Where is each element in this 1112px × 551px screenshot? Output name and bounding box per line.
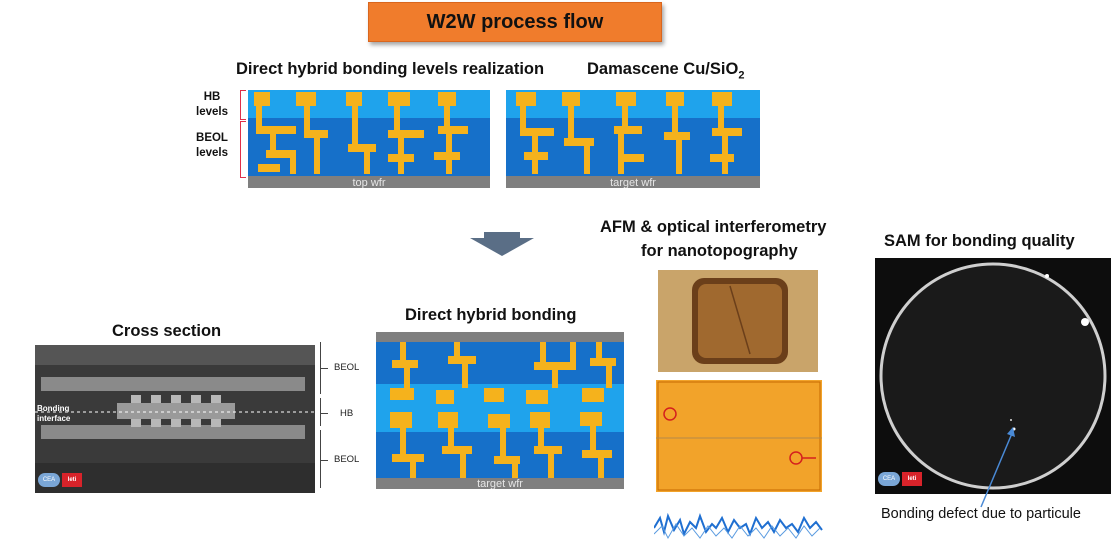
- leti-logo-sam: leti: [902, 472, 922, 486]
- profile-trace: [654, 512, 823, 540]
- partner-logo-sam: CEA: [878, 472, 900, 486]
- page-title: W2W process flow: [368, 2, 662, 42]
- bonded-stack: target wfr: [376, 332, 624, 489]
- afm-image: [658, 270, 818, 372]
- hb-levels-heading: Direct hybrid bonding levels realization: [236, 60, 545, 78]
- sam-image: [875, 258, 1111, 494]
- cross-section-heading: Cross section: [112, 322, 222, 340]
- leti-logo: leti: [62, 473, 82, 487]
- top-wafer-stack: top wfr: [248, 90, 490, 188]
- hb-label: HB: [340, 408, 354, 419]
- beol-bracket: [240, 121, 246, 178]
- beol-bottom-range: [320, 430, 321, 488]
- cross-section-logos: CEA leti: [38, 473, 82, 487]
- damascene-heading: Damascene Cu/SiO2: [587, 60, 745, 82]
- hb-bracket: [240, 90, 246, 120]
- target-wafer-label: target wfr: [610, 177, 656, 188]
- afm-heading-line1: AFM & optical interferometry: [600, 218, 827, 236]
- top-wafer-label: top wfr: [352, 177, 385, 188]
- cross-section-image: [35, 345, 315, 493]
- beol-bottom-label: BEOL: [334, 454, 360, 465]
- bonded-wafer-label: target wfr: [477, 478, 523, 489]
- hb-range: [320, 398, 321, 426]
- defect-caption: Bonding defect due to particule: [881, 506, 1081, 522]
- direct-bonding-heading: Direct hybrid bonding: [405, 306, 577, 324]
- target-wafer-stack: target wfr: [506, 90, 760, 188]
- interferometry-image: [656, 380, 822, 492]
- arrow-down-icon: [470, 232, 534, 256]
- afm-heading-line2: for nanotopography: [641, 242, 798, 260]
- defect-arrow: [980, 427, 1015, 508]
- sam-logos: CEA leti: [878, 472, 922, 486]
- beol-top-label: BEOL: [334, 362, 360, 373]
- partner-logo: CEA: [38, 473, 60, 487]
- sam-heading: SAM for bonding quality: [884, 232, 1075, 250]
